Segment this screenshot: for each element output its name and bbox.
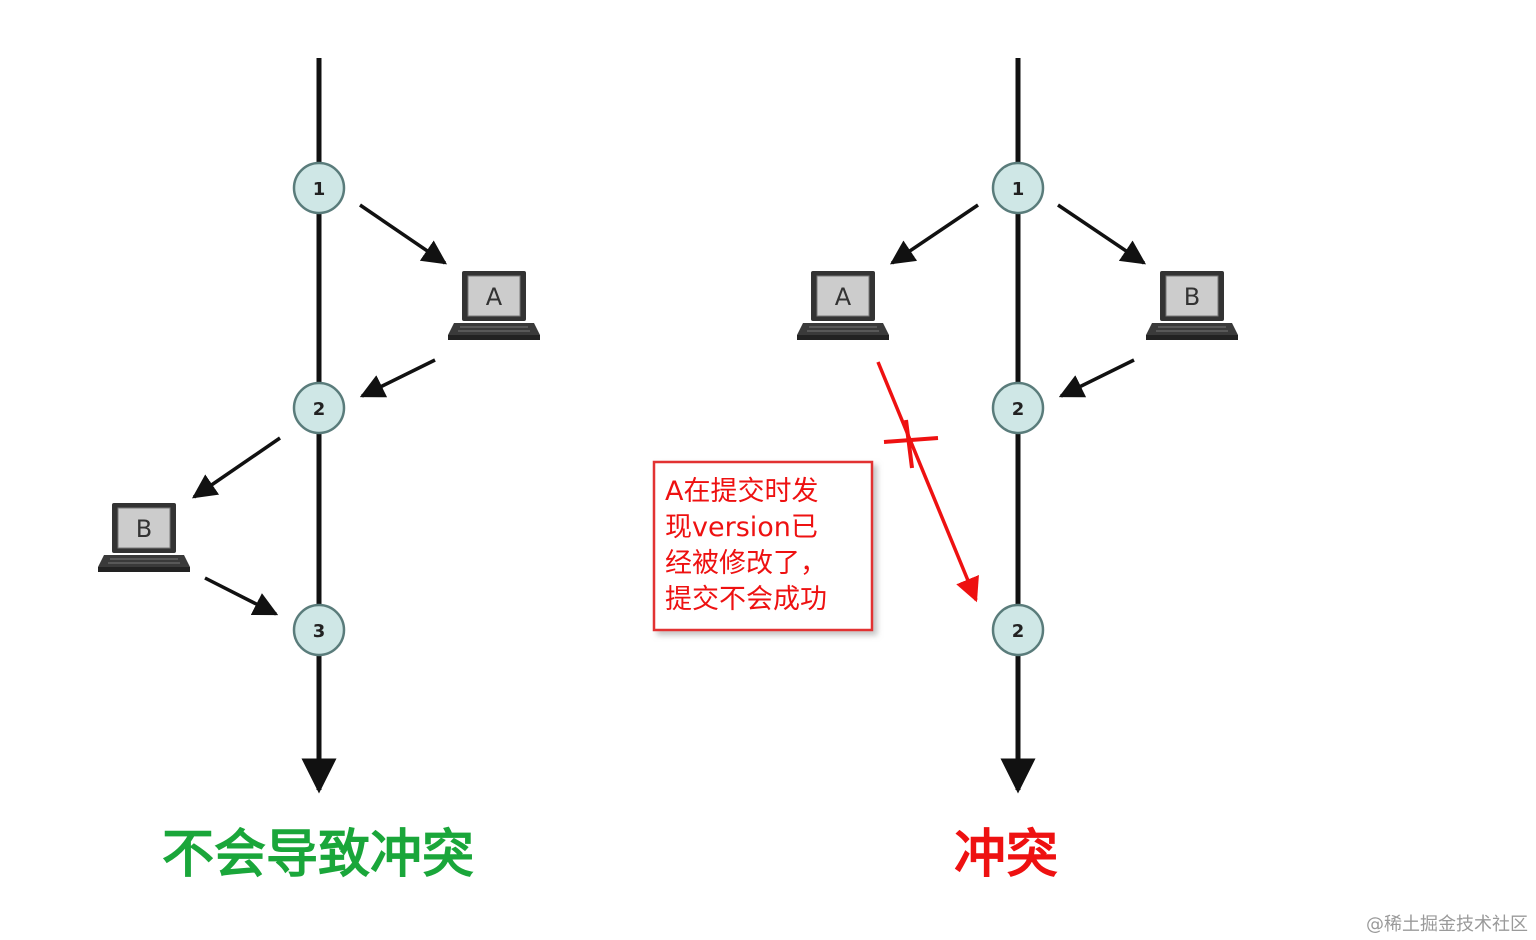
- left-arrow-a-to-2: [359, 358, 436, 398]
- left-node-3: 3: [292, 603, 346, 657]
- left-laptop-b-icon: B: [97, 502, 191, 573]
- watermark: @稀土掘金技术社区: [1366, 914, 1528, 935]
- svg-text:B: B: [1184, 283, 1200, 311]
- note-line-1: A在提交时发: [665, 476, 818, 507]
- right-scenario: 1 2 2 A B A在提交时发 现version已 经被修改了， 提交不会成功…: [652, 58, 1239, 885]
- note-line-3: 经被修改了，: [665, 548, 827, 579]
- left-node-1: 1: [292, 161, 346, 215]
- svg-text:1: 1: [1012, 179, 1025, 200]
- left-arrow-1-to-a: [359, 203, 448, 265]
- right-arrow-1-to-b: [1057, 203, 1147, 265]
- right-arrow-a-failed-commit: [876, 361, 979, 603]
- svg-text:2: 2: [1012, 621, 1025, 642]
- right-cross-mark: [883, 436, 939, 444]
- svg-text:A: A: [486, 283, 503, 311]
- right-caption: 冲突: [954, 825, 1058, 885]
- note-line-4: 提交不会成功: [665, 584, 827, 615]
- right-laptop-a-icon: A: [796, 270, 890, 341]
- right-laptop-b-icon: B: [1145, 270, 1239, 341]
- left-caption: 不会导致冲突: [162, 825, 474, 885]
- right-cross-mark-2: [904, 419, 914, 469]
- svg-text:A: A: [835, 283, 852, 311]
- left-scenario: 1 2 3 A B 不会导致冲突: [97, 58, 541, 885]
- left-arrow-b-to-3: [204, 576, 279, 616]
- left-node-2: 2: [292, 381, 346, 435]
- right-node-2b: 2: [991, 603, 1045, 657]
- svg-text:3: 3: [313, 621, 326, 642]
- svg-text:2: 2: [1012, 399, 1025, 420]
- right-node-2: 2: [991, 381, 1045, 435]
- conflict-note: A在提交时发 现version已 经被修改了， 提交不会成功: [652, 460, 874, 632]
- right-arrow-b-to-2: [1058, 358, 1135, 398]
- svg-text:1: 1: [313, 179, 326, 200]
- svg-text:2: 2: [313, 399, 326, 420]
- right-node-1: 1: [991, 161, 1045, 215]
- svg-text:B: B: [136, 515, 152, 543]
- note-line-2: 现version已: [665, 512, 818, 543]
- right-arrow-1-to-a: [889, 203, 979, 265]
- left-laptop-a-icon: A: [447, 270, 541, 341]
- left-arrow-2-to-b: [191, 436, 281, 499]
